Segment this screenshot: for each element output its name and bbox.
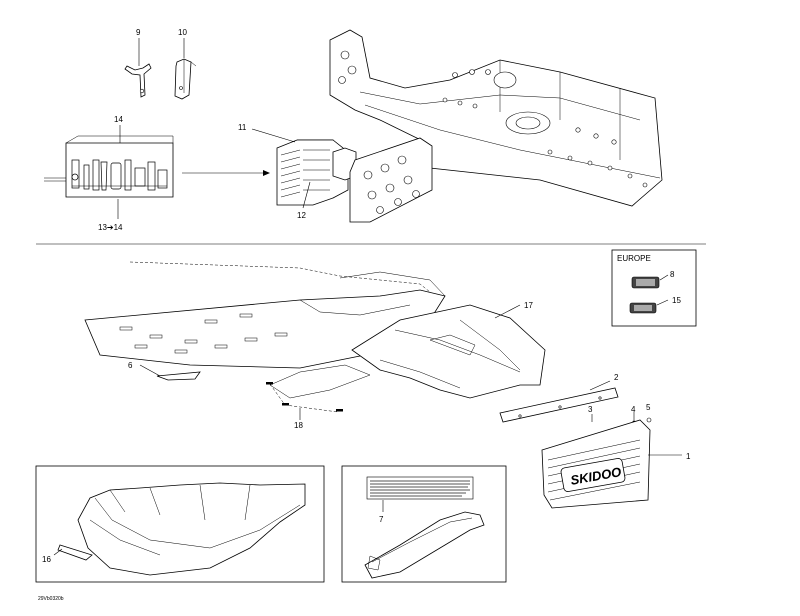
- callout-7: 7: [379, 515, 384, 524]
- callout-8: 8: [670, 270, 675, 279]
- support-part-6: 6: [128, 361, 201, 381]
- callout-13-to-14: 13➔14: [98, 223, 123, 232]
- callout-16: 16: [42, 555, 51, 564]
- warning-decal: [366, 476, 474, 500]
- callout-2: 2: [614, 373, 619, 382]
- bracket-part-9: 9: [124, 28, 152, 98]
- decal-detail-box: 7: [341, 465, 507, 583]
- callout-9: 9: [136, 28, 141, 37]
- decal-part-15: 15: [629, 296, 681, 314]
- callout-12: 12: [297, 211, 306, 220]
- callout-6: 6: [128, 361, 133, 370]
- callout-10: 10: [178, 28, 187, 37]
- callout-15: 15: [672, 296, 681, 305]
- nose-part-17: 17: [351, 301, 546, 399]
- callout-1: 1: [686, 452, 691, 461]
- callout-5: 5: [646, 403, 651, 412]
- callout-17: 17: [524, 301, 533, 310]
- bracket-part-10: 10: [174, 28, 197, 100]
- europe-decal-box: EUROPE 8 15: [611, 249, 697, 327]
- belly-pan-detail-box: 16: [35, 465, 325, 583]
- callout-18: 18: [294, 421, 303, 430]
- chassis-frame: [329, 29, 663, 223]
- callout-3: 3: [588, 405, 593, 414]
- europe-label: EUROPE: [617, 254, 651, 263]
- fastener-parts: 3 4 5: [588, 403, 652, 424]
- callout-4: 4: [631, 405, 636, 414]
- tool-holder-part-11: 11 12: [238, 123, 357, 220]
- arrow-kit-to-holder: [182, 170, 270, 176]
- callout-11: 11: [238, 123, 247, 132]
- grille-part-1: SKIDOO 1: [541, 419, 691, 509]
- figure-code: 29Vb0320b: [38, 596, 64, 602]
- plate-part-2: 2: [499, 373, 619, 423]
- tool-kit-part-13: 14 13➔14: [44, 115, 174, 232]
- callout-14: 14: [114, 115, 123, 124]
- screws-part-18: 18: [266, 382, 343, 430]
- decal-part-8: 8: [631, 270, 675, 289]
